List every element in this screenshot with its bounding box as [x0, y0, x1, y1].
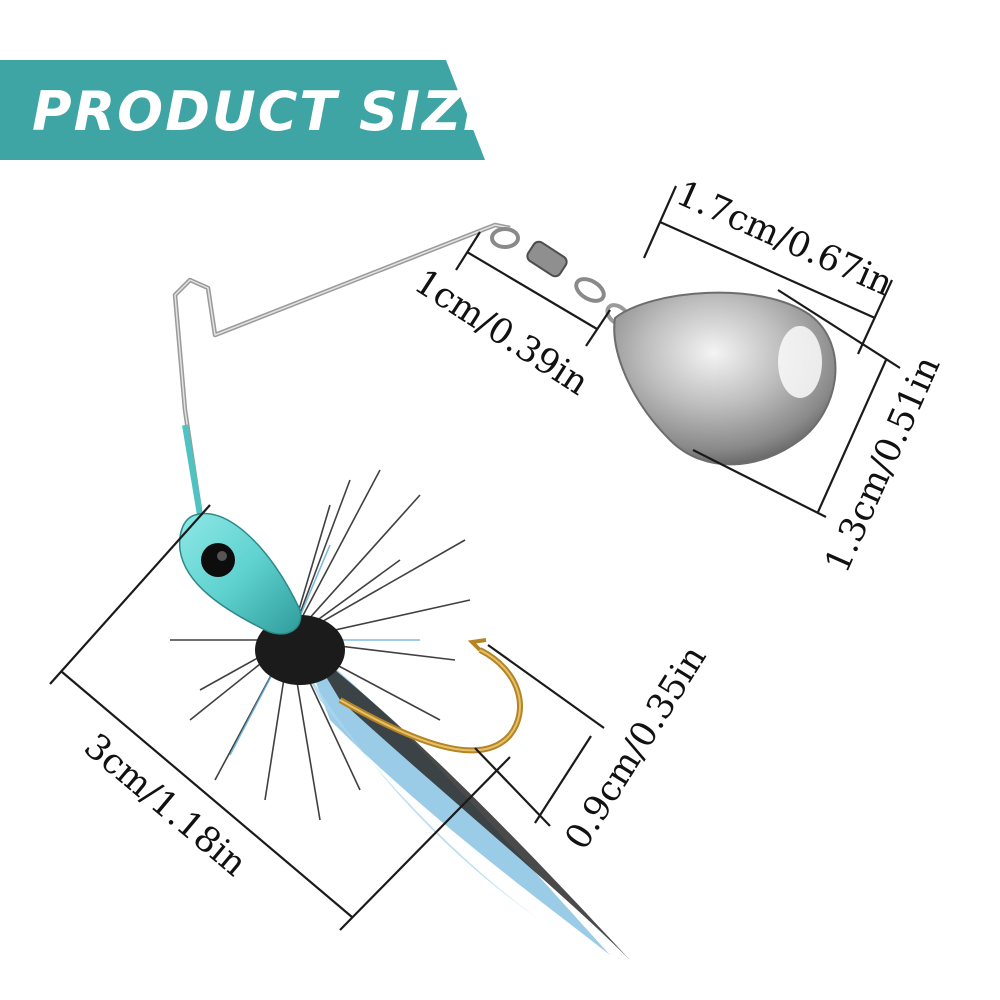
swivel-length-label: 1cm/0.39in [407, 262, 595, 404]
swivel [490, 227, 631, 327]
banner-title: PRODUCT SIZE [32, 80, 502, 143]
wire-arm [172, 222, 511, 516]
jig-head [178, 512, 302, 635]
spinner-blade [613, 291, 837, 466]
lure-length-label: 3cm/1.18in [76, 726, 254, 884]
blade-width-label: 1.7cm/0.67in [670, 174, 898, 305]
blade-highlight [778, 326, 822, 398]
dimension-lines [49, 185, 901, 931]
eye-icon [201, 543, 235, 577]
hook-gap-label: 0.9cm/0.35in [558, 639, 715, 857]
title-banner: PRODUCT SIZE [0, 60, 502, 160]
banner-background [0, 60, 485, 160]
blade-height-label: 1.3cm/0.51in [818, 351, 949, 579]
